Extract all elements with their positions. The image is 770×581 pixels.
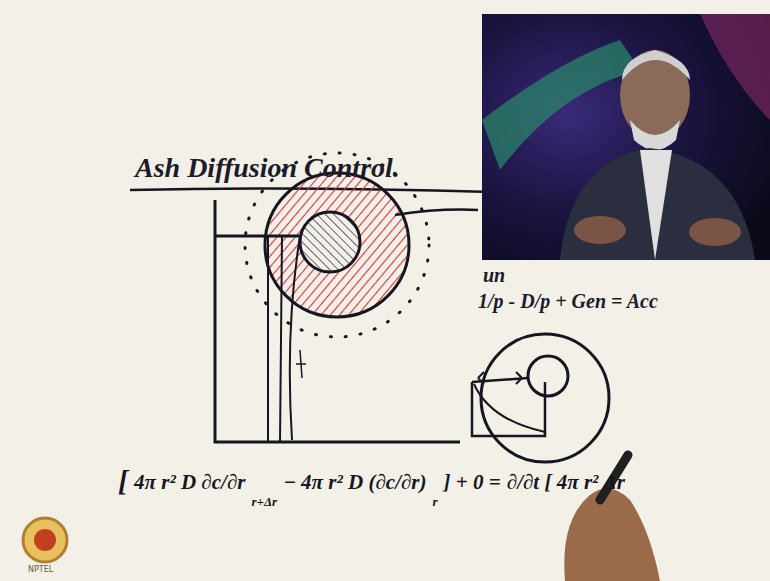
equation-term: r xyxy=(433,494,438,510)
video-inset xyxy=(482,14,770,260)
small-core xyxy=(528,356,568,396)
marks xyxy=(296,350,306,378)
presenter-beard xyxy=(630,120,680,150)
profile-curve xyxy=(290,236,300,440)
leader-line xyxy=(395,210,478,215)
equation-row: [4π r² D ∂c/∂rr+Δr− 4π r² D (∂c/∂r)r] + … xyxy=(118,470,625,510)
axis-lines xyxy=(215,200,460,442)
board-title: Ash Diffusion Control. xyxy=(135,152,400,184)
shell-lines xyxy=(268,236,282,442)
logo-text: NPTEL xyxy=(28,565,53,574)
equation-term: [ xyxy=(118,464,128,498)
small-curve xyxy=(474,384,545,432)
presenter-hands xyxy=(689,218,741,246)
equation-term: − 4π r² D (∂c/∂r) xyxy=(283,470,426,495)
equation-term: 4π r² D ∂c/∂r xyxy=(134,470,245,495)
radius-line xyxy=(215,235,300,238)
presenter-hands xyxy=(574,216,626,244)
balance-note: 1/p - D/p + Gen = Acc xyxy=(478,290,658,313)
presenter-hair xyxy=(622,50,690,80)
ash-layer xyxy=(265,173,409,317)
equation-term: ∂/∂t [ 4π r² Δr xyxy=(507,470,625,495)
equation-term: r+Δr xyxy=(251,494,277,510)
logo-emblem xyxy=(23,518,67,562)
presenter-head xyxy=(620,50,690,140)
hand xyxy=(564,489,660,581)
inset-glow xyxy=(700,14,770,120)
presenter-shirt xyxy=(640,150,672,260)
core-label: un xyxy=(483,264,505,287)
presenter-suit xyxy=(560,148,755,260)
inset-glow xyxy=(482,40,640,170)
particle-outline xyxy=(265,173,409,317)
arrow-heads xyxy=(478,372,522,384)
equation-term: ] + 0 = xyxy=(444,470,501,495)
logo-emblem xyxy=(34,529,56,551)
unreacted-core xyxy=(300,212,360,272)
small-profile xyxy=(472,378,545,436)
